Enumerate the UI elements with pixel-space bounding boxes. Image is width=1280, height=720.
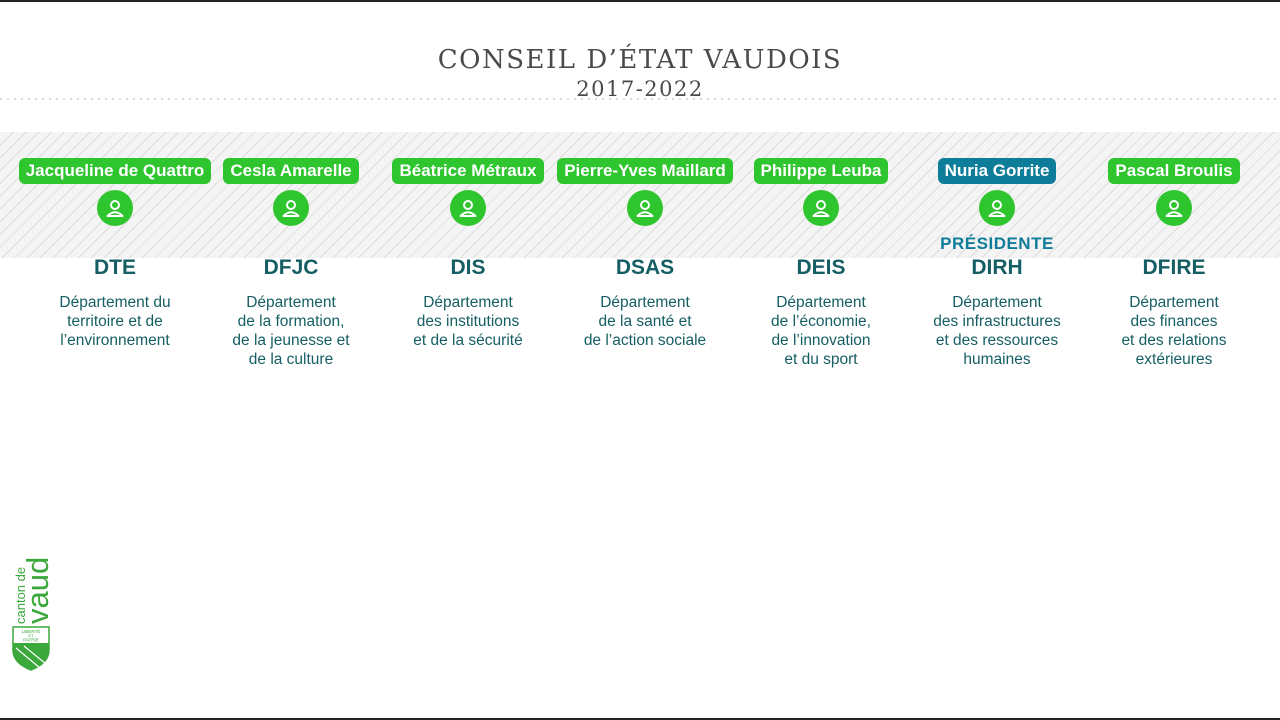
dotted-divider <box>0 98 1280 100</box>
member-card: Cesla Amarelle <box>181 158 401 226</box>
department-code: DSAS <box>615 256 675 279</box>
member-card: Pascal Broulis <box>1064 158 1280 226</box>
department-code: DFIRE <box>1142 256 1206 279</box>
department-name: Département de l’économie, de l’innovati… <box>771 294 871 368</box>
member-card: Pierre-Yves Maillard <box>535 158 755 226</box>
person-icon <box>273 190 309 226</box>
department-block: DSAS Département de la santé et de l’act… <box>555 256 735 350</box>
member-card: Béatrice Métraux <box>358 158 578 226</box>
member-card: Philippe Leuba <box>711 158 931 226</box>
page-subtitle-years: 2017-2022 <box>576 77 704 101</box>
department-name: Département du territoire et de l’enviro… <box>59 294 171 349</box>
department-block: DFJC Département de la formation, de la … <box>201 256 381 369</box>
department-block: DEIS Département de l’économie, de l’inn… <box>731 256 911 369</box>
department-code: DEIS <box>796 256 846 279</box>
canton-de-vaud-logo: canton de vaud LIBERTÉ ET PATRIE <box>10 532 55 672</box>
department-code: DFJC <box>263 256 319 279</box>
member-name-badge: Philippe Leuba <box>753 158 889 184</box>
department-code: DIS <box>450 256 486 279</box>
department-name: Département de la formation, de la jeune… <box>232 294 350 368</box>
department-name: Département des institutions et de la sé… <box>413 294 523 349</box>
department-block: DFIRE Département des finances et des re… <box>1084 256 1264 369</box>
logo-text-vaud: vaud <box>20 557 52 624</box>
logo-text-canton-de: canton de <box>13 567 28 624</box>
person-icon <box>979 190 1015 226</box>
department-name: Département de la santé et de l’action s… <box>583 294 707 349</box>
logo-motto-patrie: PATRIE <box>23 638 39 643</box>
department-code: DTE <box>94 256 136 279</box>
page-title: CONSEIL D’ÉTAT VAUDOIS <box>437 45 843 75</box>
member-name-badge: Pierre-Yves Maillard <box>557 158 733 184</box>
president-label: PRÉSIDENTE <box>940 234 1054 253</box>
member-name-badge: Pascal Broulis <box>1108 158 1240 184</box>
department-name: Département des infrastructures et des r… <box>933 294 1061 368</box>
department-block: DIRH Département des infrastructures et … <box>907 256 1087 369</box>
person-icon <box>97 190 133 226</box>
member-card: Jacqueline de Quattro <box>5 158 225 226</box>
department-block: DIS Département des institutions et de l… <box>378 256 558 350</box>
top-frame-line <box>0 0 1280 2</box>
member-name-badge: Nuria Gorrite <box>937 158 1057 184</box>
person-icon <box>627 190 663 226</box>
bottom-frame-line <box>0 718 1280 720</box>
member-name-badge: Cesla Amarelle <box>223 158 359 184</box>
member-name-badge: Béatrice Métraux <box>392 158 544 184</box>
department-code: DIRH <box>971 256 1023 279</box>
logo-motto-et: ET <box>28 633 34 638</box>
member-card-president: Nuria Gorrite PRÉSIDENTE <box>887 158 1107 254</box>
person-icon <box>1156 190 1192 226</box>
person-icon <box>450 190 486 226</box>
department-block: DTE Département du territoire et de l’en… <box>25 256 205 350</box>
logo-motto-liberte: LIBERTÉ <box>22 628 41 634</box>
person-icon <box>803 190 839 226</box>
department-name: Département des finances et des relation… <box>1121 294 1227 368</box>
member-name-badge: Jacqueline de Quattro <box>18 158 212 184</box>
